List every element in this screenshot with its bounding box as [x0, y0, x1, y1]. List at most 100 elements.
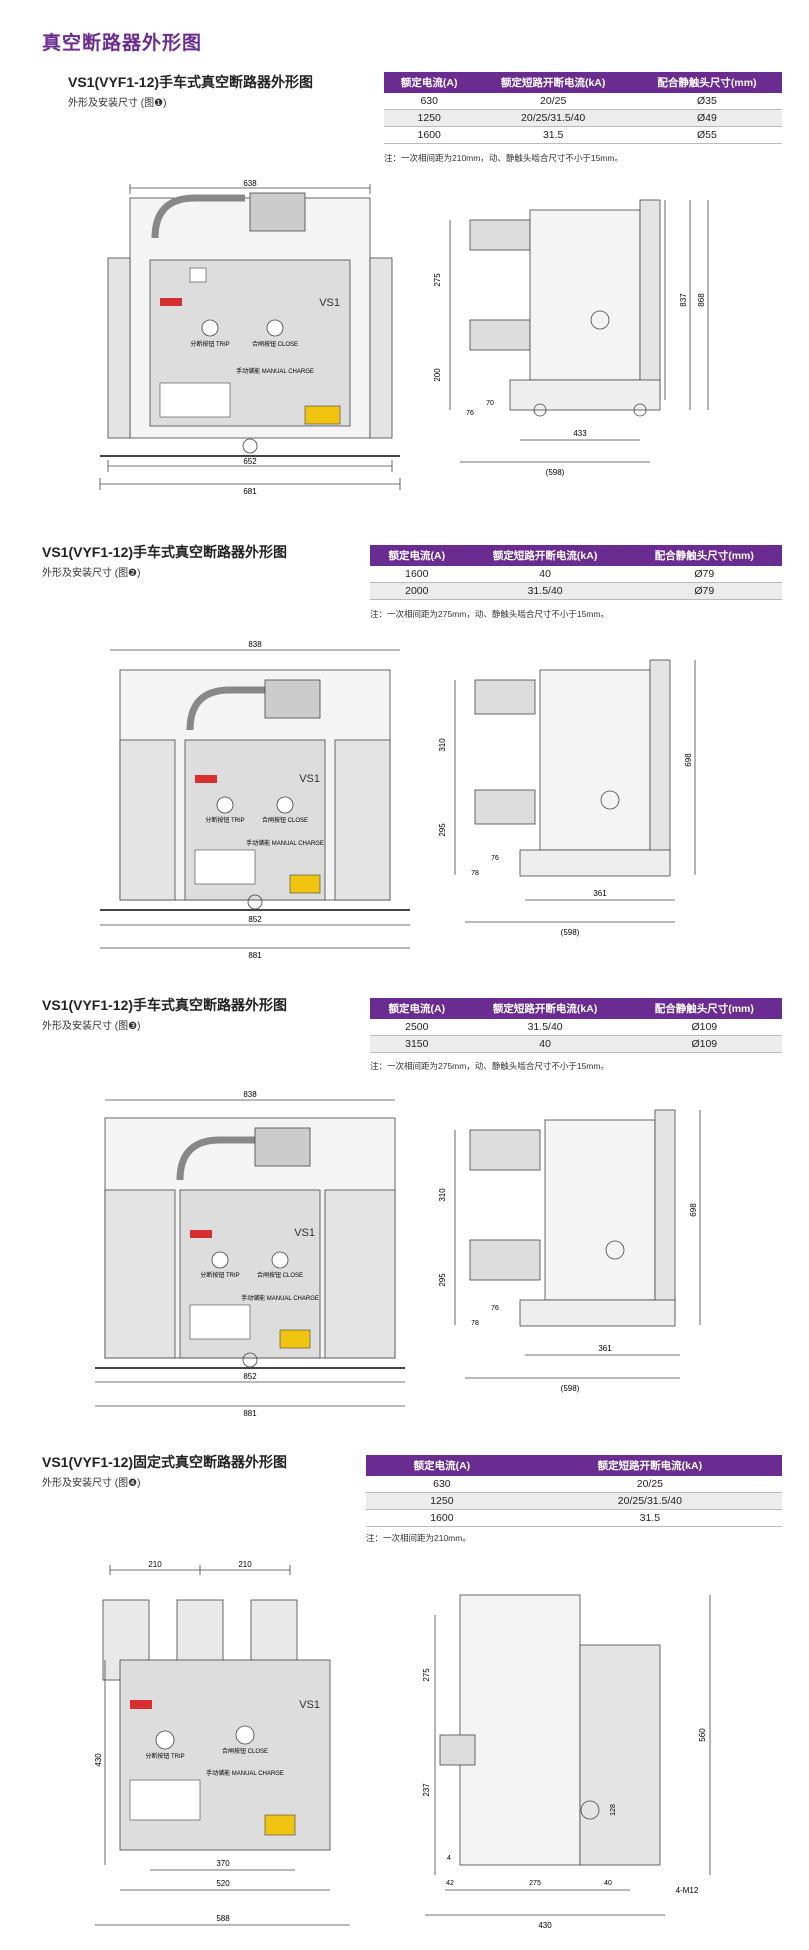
header-breaking-current: 额定短路开断电流(kA) [463, 998, 627, 1019]
section-title: VS1(VYF1-12)手车式真空断路器外形图 [68, 74, 314, 90]
dim-label: 76 [466, 410, 474, 417]
dim-label: (598) [561, 1384, 580, 1393]
section-subtitle: 外形及安装尺寸 (图❷) [42, 568, 141, 579]
section-note: 注：一次相间距为210mm，动、静触头啮合尺寸不小于15mm。 [384, 153, 623, 163]
spec-table-4: 额定电流(A) 额定短路开断电流(kA) 630 20/25 1250 20/2… [366, 1455, 782, 1527]
trip-label: 分断按钮 TRIP [190, 340, 229, 348]
table-row: 2000 31.5/40 Ø79 [370, 582, 782, 600]
cell: 1600 [370, 566, 464, 583]
close-label: 合闸按钮 CLOSE [252, 340, 298, 348]
close-label: 合闸按钮 CLOSE [222, 1747, 268, 1755]
dim-label: 275 [422, 1668, 431, 1682]
cell: 20/25 [517, 1476, 782, 1493]
dim-label: 433 [573, 429, 587, 438]
trip-label: 分断按钮 TRIP [205, 816, 244, 824]
dim-label: 210 [238, 1560, 252, 1569]
cell: 1250 [366, 1492, 518, 1510]
table-row: 3150 40 Ø109 [370, 1035, 782, 1053]
front-view-drawing-1: VS1 638 652 681 分断按钮 TRIP 合闸按钮 CLOSE 手动储… [99, 179, 401, 496]
section-1-heading: VS1(VYF1-12)手车式真空断路器外形图 外形及安装尺寸 (图❶) [68, 72, 313, 109]
cell: 31.5 [517, 1509, 782, 1527]
spec-table-1: 额定电流(A) 额定短路开断电流(kA) 配合静触头尺寸(mm) 630 20/… [384, 72, 782, 144]
spec-table-2: 额定电流(A) 额定短路开断电流(kA) 配合静触头尺寸(mm) 1600 40… [370, 545, 782, 600]
section-note: 注：一次相间距为275mm，动、静触头啮合尺寸不小于15mm。 [370, 609, 609, 619]
cell: 20/25 [474, 93, 632, 110]
dim-label: 4 [447, 1855, 451, 1862]
dim-label: 295 [438, 823, 447, 837]
manual-charge-label: 手动储能 MANUAL CHARGE [246, 839, 324, 847]
cell: 2500 [370, 1019, 464, 1036]
trip-label: 分断按钮 TRIP [200, 1271, 239, 1279]
dim-label: 881 [248, 951, 262, 960]
dim-label: 638 [243, 179, 257, 188]
brand-mark: VS1 [319, 297, 340, 309]
dim-label: 76 [491, 855, 499, 862]
cell: 31.5 [474, 126, 632, 144]
dim-label: 560 [698, 1728, 707, 1742]
section-4-heading: VS1(VYF1-12)固定式真空断路器外形图 外形及安装尺寸 (图❹) [42, 1452, 287, 1489]
cell: Ø79 [626, 566, 782, 583]
dim-label: 295 [438, 1273, 447, 1287]
header-rated-current: 额定电流(A) [366, 1455, 518, 1476]
cell: 1250 [384, 109, 475, 127]
header-contact-size: 配合静触头尺寸(mm) [631, 72, 782, 93]
cell: 31.5/40 [463, 1019, 627, 1036]
header-breaking-current: 额定短路开断电流(kA) [463, 545, 627, 566]
header-breaking-current: 额定短路开断电流(kA) [517, 1455, 782, 1476]
manual-charge-label: 手动储能 MANUAL CHARGE [241, 1294, 319, 1302]
cell: 1600 [384, 126, 475, 144]
cell: 630 [384, 93, 475, 110]
dim-label: 881 [243, 1409, 257, 1418]
manual-charge-label: 手动储能 MANUAL CHARGE [206, 1769, 284, 1777]
section-subtitle: 外形及安装尺寸 (图❹) [42, 1478, 141, 1489]
dim-label: (598) [546, 468, 565, 477]
side-view-drawing-2: 310 295 76 78 698 361 (598) [438, 659, 696, 937]
dim-label: 520 [216, 1879, 230, 1888]
dim-label: 210 [148, 1560, 162, 1569]
header-rated-current: 额定电流(A) [384, 72, 475, 93]
dim-label: 370 [216, 1859, 230, 1868]
dim-label: 430 [538, 1921, 552, 1930]
section-3-heading: VS1(VYF1-12)手车式真空断路器外形图 外形及安装尺寸 (图❸) [42, 995, 287, 1032]
cell: Ø35 [631, 93, 782, 110]
section-title: VS1(VYF1-12)手车式真空断路器外形图 [42, 997, 288, 1013]
dim-label: 40 [604, 1880, 612, 1887]
dim-label: 200 [433, 368, 442, 382]
section-subtitle: 外形及安装尺寸 (图❸) [42, 1021, 141, 1032]
manual-charge-label: 手动储能 MANUAL CHARGE [236, 367, 314, 375]
table-row: 1600 31.5 [366, 1509, 782, 1527]
dim-label: 430 [94, 1753, 103, 1767]
dim-label: 698 [684, 753, 693, 767]
trip-label: 分断按钮 TRIP [145, 1752, 184, 1760]
table-row: 2500 31.5/40 Ø109 [370, 1019, 782, 1036]
cell: 20/25/31.5/40 [517, 1492, 782, 1510]
dim-label: 681 [243, 487, 257, 496]
dim-label: 70 [486, 400, 494, 407]
cell: 20/25/31.5/40 [474, 109, 632, 127]
dim-label: 698 [689, 1203, 698, 1217]
header-rated-current: 额定电流(A) [370, 998, 464, 1019]
section-2-heading: VS1(VYF1-12)手车式真空断路器外形图 外形及安装尺寸 (图❷) [42, 542, 287, 579]
cell: Ø49 [631, 109, 782, 127]
side-view-drawing-4: 275 237 4 128 560 42 275 40 430 4-M12 [422, 1594, 711, 1930]
header-rated-current: 额定电流(A) [370, 545, 464, 566]
dim-label: 78 [471, 870, 479, 877]
cell: Ø109 [626, 1035, 782, 1053]
brand-mark: VS1 [299, 773, 320, 785]
table-row: 1250 20/25/31.5/40 [366, 1492, 782, 1510]
dim-label: 852 [243, 1372, 257, 1381]
table-row: 1600 40 Ø79 [370, 566, 782, 583]
cell: 3150 [370, 1035, 464, 1053]
dim-label: 275 [433, 273, 442, 287]
dim-label: 588 [216, 1914, 230, 1923]
cell: 40 [463, 1035, 627, 1053]
dim-label: 42 [446, 1880, 454, 1887]
cell: 31.5/40 [463, 582, 627, 600]
bolt-label: 4-M12 [676, 1886, 699, 1895]
dim-label: 128 [610, 1804, 617, 1816]
dim-label: 652 [243, 457, 257, 466]
dim-label: 76 [491, 1305, 499, 1312]
close-label: 合闸按钮 CLOSE [262, 816, 308, 824]
cell: 2000 [370, 582, 464, 600]
dim-label: 868 [697, 293, 706, 307]
